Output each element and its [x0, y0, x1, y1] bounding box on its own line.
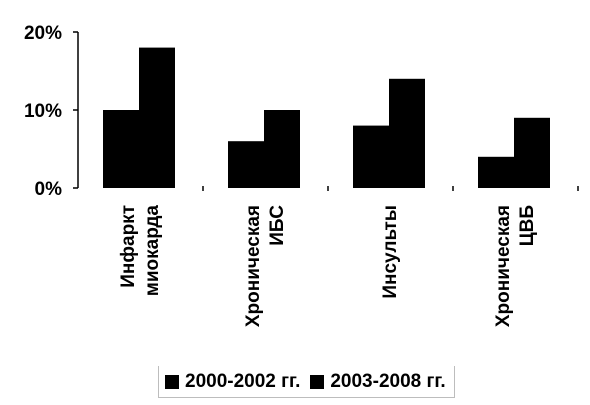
y-tick-label: 20% [24, 23, 62, 44]
category-label: Хроническая [243, 205, 264, 327]
bar-2-3 [389, 78, 425, 188]
category-label: Инфаркт [118, 205, 139, 288]
category-label: Инсульты [380, 205, 401, 299]
y-tick-label: 0% [35, 179, 63, 200]
category-label: Хроническая [493, 205, 514, 327]
bar-2-4 [514, 117, 550, 188]
legend-item-series-1: 2000-2002 гг. [165, 371, 300, 393]
legend-label-series-1: 2000-2002 гг. [185, 370, 301, 392]
category-label: ЦВБ [517, 205, 538, 246]
bar-1-2 [228, 141, 264, 188]
bar-1-4 [478, 156, 514, 188]
y-axis [73, 31, 79, 189]
y-tick-labels: 0% 10% 20% [24, 23, 62, 200]
legend-label-series-2: 2003-2008 гг. [330, 370, 446, 392]
category-label: ИБС [267, 205, 288, 246]
y-tick-label: 10% [24, 101, 62, 122]
legend-swatch-series-1 [165, 374, 179, 389]
bar-1-3 [353, 125, 389, 188]
x-tick-marks [202, 186, 579, 191]
category-label: миокарда [142, 205, 163, 297]
legend-item-series-2: 2003-2008 гг. [310, 370, 446, 393]
bar-2-1 [139, 47, 175, 188]
bars [103, 47, 550, 188]
legend-swatch-series-2 [310, 374, 325, 389]
legend: 2000-2002 гг. 2003-2008 гг. [158, 366, 455, 398]
bar-1-1 [103, 110, 139, 188]
bar-2-2 [264, 110, 300, 188]
